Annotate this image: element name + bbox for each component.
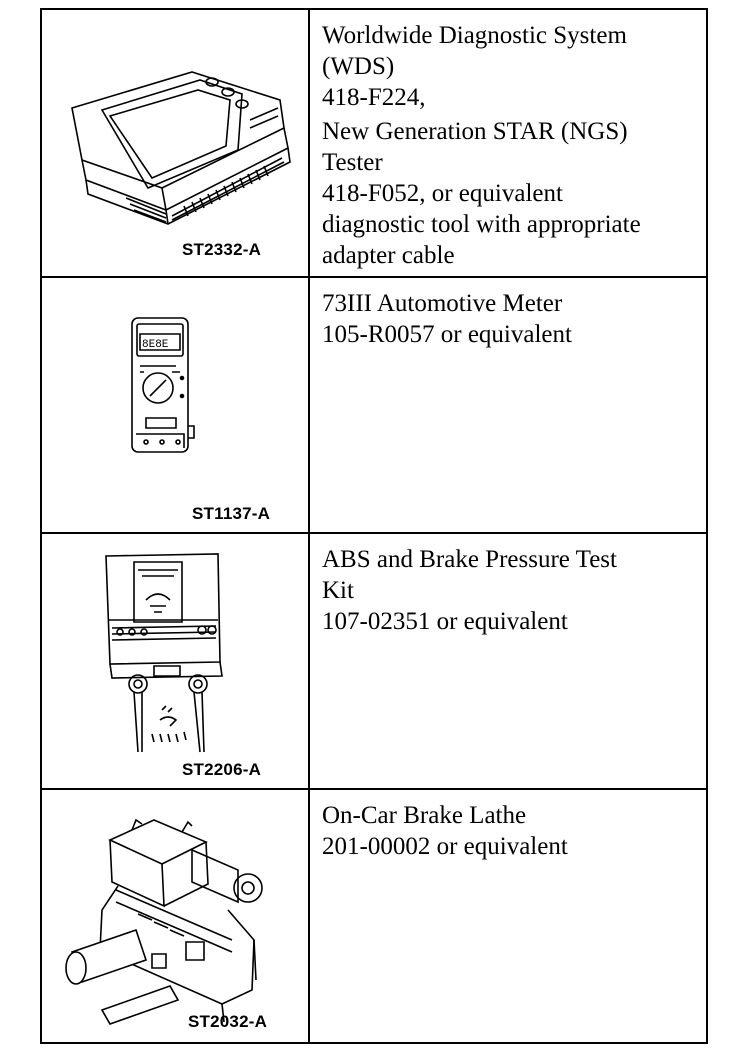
tool-description: ABS and Brake Pressure Test Kit 107-0235…	[310, 534, 706, 788]
tool-name-line: Kit	[322, 577, 354, 604]
tool-description: 73III Automotive Meter 105-R0057 or equi…	[310, 278, 706, 532]
tool-name-line: New Generation STAR (NGS)	[322, 118, 628, 145]
tool-image-cell: ST2032-A	[42, 790, 310, 1042]
tool-row-pressure-kit: ST2206-A ABS and Brake Pressure Test Kit…	[42, 534, 706, 790]
special-tools-table: ST2332-A Worldwide Diagnostic System (WD…	[40, 8, 708, 1044]
tool-image-cell: 8E8E ST1137-A	[42, 278, 310, 532]
tool-row-brake-lathe: ST2032-A On-Car Brake Lathe 201-00002 or…	[42, 790, 706, 1042]
tool-name-line: Worldwide Diagnostic System	[322, 22, 627, 49]
tool-note-line: adapter cable	[322, 242, 455, 269]
tool-name-line: ABS and Brake Pressure Test	[322, 546, 617, 573]
diagnostic-tablet-icon	[42, 10, 310, 276]
tool-description: On-Car Brake Lathe 201-00002 or equivale…	[310, 790, 706, 1042]
brake-lathe-icon	[42, 790, 310, 1040]
tool-name-line: (WDS)	[322, 53, 395, 80]
tool-number-line: 418-F052, or equivalent	[322, 180, 563, 207]
tool-name-line: 73III Automotive Meter	[322, 290, 563, 317]
multimeter-icon: 8E8E	[42, 278, 310, 532]
tool-image-cell: ST2332-A	[42, 10, 310, 276]
tool-name-line: Tester	[322, 149, 383, 176]
tool-row-meter: 8E8E ST1137-A 73III Automotive Meter 105…	[42, 278, 706, 534]
tool-note-line: diagnostic tool with appropriate	[322, 211, 641, 238]
tool-row-wds: ST2332-A Worldwide Diagnostic System (WD…	[42, 10, 706, 278]
tool-code-label: ST2332-A	[182, 240, 262, 259]
pressure-test-kit-icon	[42, 534, 310, 788]
tool-description: Worldwide Diagnostic System (WDS) 418-F2…	[310, 10, 706, 276]
tool-name-line: On-Car Brake Lathe	[322, 802, 527, 829]
tool-number-line: 418-F224,	[322, 84, 426, 111]
tool-image-cell: ST2206-A	[42, 534, 310, 788]
tool-code-label: ST2032-A	[188, 1012, 268, 1031]
tool-number-line: 107-02351 or equivalent	[322, 608, 568, 635]
tool-number-line: 105-R0057 or equivalent	[322, 321, 572, 348]
tool-code-label: ST2206-A	[182, 760, 262, 779]
svg-text:8E8E: 8E8E	[142, 339, 169, 351]
tool-number-line: 201-00002 or equivalent	[322, 833, 568, 860]
tool-code-label: ST1137-A	[192, 504, 271, 523]
